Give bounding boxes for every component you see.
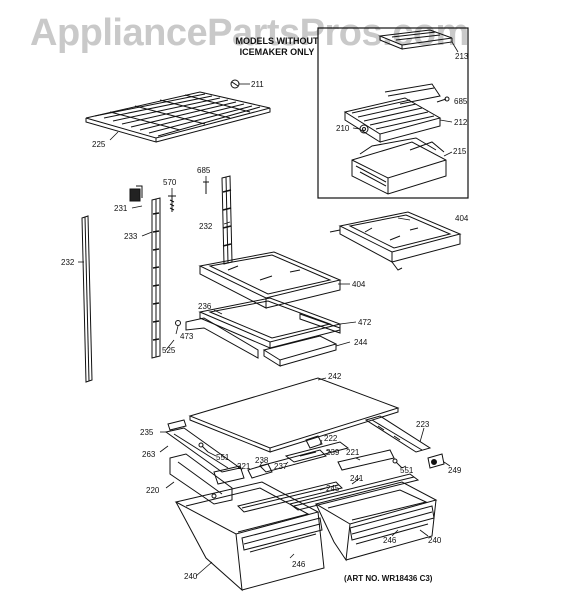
leader-lines bbox=[78, 41, 459, 577]
part-235-support bbox=[167, 419, 187, 431]
callout-404-upper: 404 bbox=[455, 214, 469, 223]
callout-223: 223 bbox=[416, 420, 430, 429]
part-232-short-rail bbox=[221, 175, 233, 265]
callout-212: 212 bbox=[454, 118, 468, 127]
callout-210: 210 bbox=[336, 124, 350, 133]
callout-236: 236 bbox=[198, 302, 212, 311]
part-231-clip bbox=[129, 185, 143, 202]
part-404-glass-shelf-middle bbox=[198, 251, 342, 309]
callout-231: 231 bbox=[114, 204, 128, 213]
callout-551-left: 551 bbox=[216, 453, 230, 462]
part-223-rail-right bbox=[364, 415, 432, 453]
callout-249: 249 bbox=[448, 466, 462, 475]
part-233-shelf-rail bbox=[151, 197, 161, 359]
callout-232-right: 232 bbox=[199, 222, 213, 231]
part-472-slide-rail bbox=[299, 313, 341, 334]
inset-box bbox=[317, 27, 469, 199]
part-221-cross-member-right bbox=[337, 449, 395, 471]
part-238-guide bbox=[247, 463, 273, 479]
callout-213: 213 bbox=[455, 52, 469, 61]
callout-525: 525 bbox=[162, 346, 176, 355]
callout-240-right: 240 bbox=[428, 536, 442, 545]
part-246-drawer-handle-right bbox=[351, 511, 433, 545]
callout-235: 235 bbox=[140, 428, 154, 437]
callout-404-middle: 404 bbox=[352, 280, 366, 289]
part-241-long-rail bbox=[288, 473, 420, 511]
part-220-side-bracket bbox=[169, 453, 233, 505]
inset-title-line2: ICEMAKER ONLY bbox=[239, 47, 315, 57]
part-213-shelf-clip bbox=[378, 29, 453, 50]
part-242-crisper-cover-glass bbox=[188, 377, 400, 453]
callout-472: 472 bbox=[358, 318, 372, 327]
part-221-cross-member-left bbox=[213, 465, 245, 485]
part-222-clip bbox=[305, 435, 323, 449]
callout-246-right: 246 bbox=[383, 536, 397, 545]
callout-211: 211 bbox=[251, 80, 264, 89]
callout-239: 239 bbox=[326, 448, 340, 457]
callout-220: 220 bbox=[146, 486, 160, 495]
callout-240-left: 240 bbox=[184, 572, 198, 581]
callout-244: 244 bbox=[354, 338, 368, 347]
part-263-frame-left bbox=[164, 427, 242, 473]
callout-263: 263 bbox=[142, 450, 156, 459]
callout-215: 215 bbox=[453, 147, 467, 156]
callout-245: 245 bbox=[326, 484, 340, 493]
part-244-bracket bbox=[185, 317, 338, 367]
inset-title-line1: MODELS WITHOUT bbox=[235, 36, 319, 46]
part-570-screw bbox=[168, 195, 176, 212]
callout-237: 237 bbox=[274, 462, 288, 471]
part-404-glass-shelf-upper bbox=[329, 211, 462, 271]
callout-241: 241 bbox=[350, 474, 364, 483]
callout-221-right: 221 bbox=[346, 448, 360, 457]
callout-221-left: 221 bbox=[237, 462, 251, 471]
part-240-crisper-drawer-right bbox=[314, 481, 438, 562]
callout-222: 222 bbox=[324, 434, 338, 443]
callout-685: 685 bbox=[197, 166, 211, 175]
callout-246-left: 246 bbox=[292, 560, 306, 569]
part-212-ice-rack bbox=[343, 83, 442, 143]
callout-685-inset: 685 bbox=[454, 97, 468, 106]
part-232-long-rail bbox=[81, 215, 93, 383]
callout-551-right: 551 bbox=[400, 466, 414, 475]
part-236-crisper-shelf bbox=[198, 297, 342, 349]
callout-225: 225 bbox=[92, 140, 106, 149]
callout-232-left: 232 bbox=[61, 258, 75, 267]
part-685-inset-screw bbox=[436, 96, 450, 103]
callout-473: 473 bbox=[180, 332, 194, 341]
part-225-wire-shelf bbox=[85, 91, 271, 143]
part-551-screw-right bbox=[392, 458, 403, 469]
part-211-nut bbox=[230, 79, 240, 89]
part-240-crisper-drawer-left bbox=[174, 481, 325, 592]
callout-570: 570 bbox=[163, 178, 177, 187]
part-473-stop bbox=[175, 320, 181, 326]
part-246-drawer-handle-left bbox=[243, 523, 321, 553]
part-215-ice-bin bbox=[351, 137, 447, 195]
art-number: (ART NO. WR18436 C3) bbox=[344, 574, 433, 583]
part-551-screw-left bbox=[198, 442, 209, 453]
part-685-screw bbox=[203, 181, 209, 194]
inset-title: MODELS WITHOUT ICEMAKER ONLY bbox=[226, 36, 328, 58]
callout-233: 233 bbox=[124, 232, 138, 241]
part-237-center-channel bbox=[259, 441, 350, 473]
callout-238: 238 bbox=[255, 456, 269, 465]
callout-242: 242 bbox=[328, 372, 342, 381]
part-249-roller bbox=[427, 453, 445, 469]
